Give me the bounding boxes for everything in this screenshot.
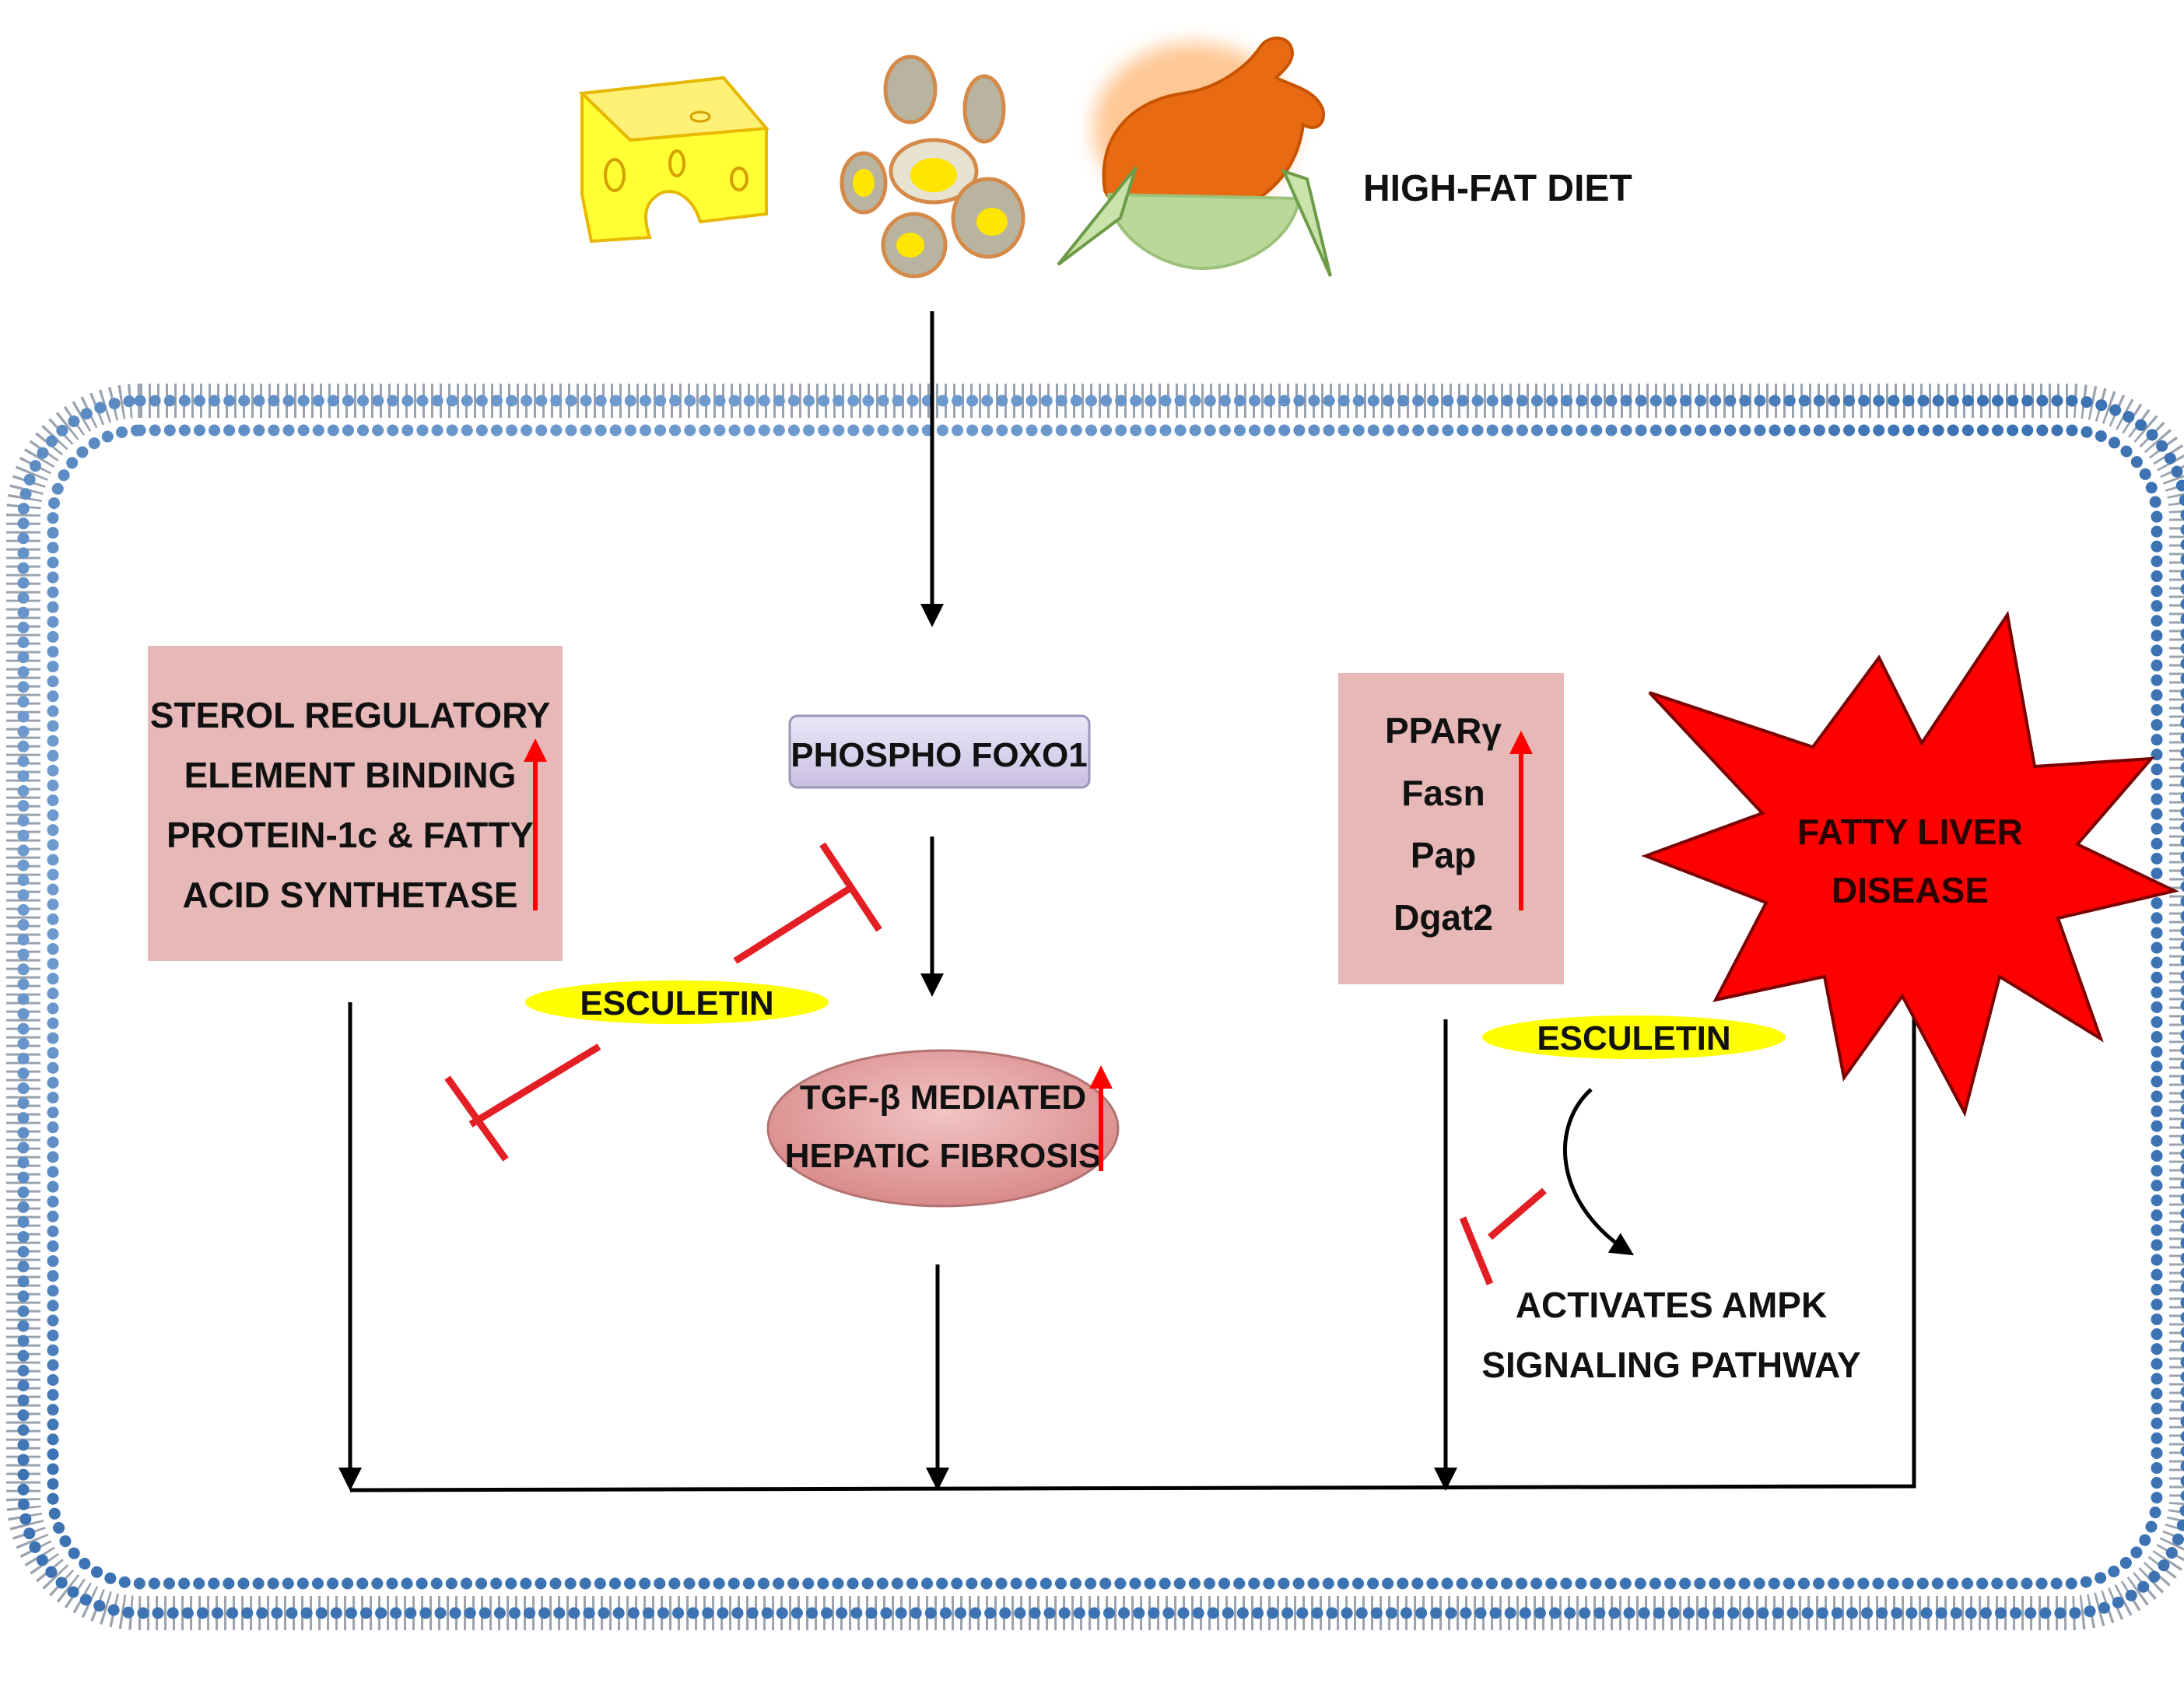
lipogenic-line-1: PPARγ <box>1385 710 1502 751</box>
foxo1-label: PHOSPHO FOXO1 <box>791 736 1087 774</box>
membrane-inner-beads <box>47 424 2163 1590</box>
inhibit-lipogenic-line <box>1488 1187 1547 1240</box>
srebp-line-1: STEROL REGULATORY <box>150 695 551 735</box>
membrane-outer-beads <box>17 395 2184 1619</box>
inhibition-markers-left <box>444 842 882 1162</box>
disease-line-1: FATTY LIVER <box>1797 812 2023 852</box>
srebp-line-2: ELEMENT BINDING <box>184 755 517 795</box>
srebp-line-3: PROTEIN-1c & FATTY <box>167 815 534 855</box>
esculetin-to-ampk-arrow <box>1563 1088 1635 1256</box>
disease-line-2: DISEASE <box>1832 870 1989 910</box>
esculetin-right-label: ESCULETIN <box>1537 1019 1730 1057</box>
lipogenic-line-3: Pap <box>1411 835 1476 875</box>
lipogenic-line-2: Fasn <box>1401 773 1485 813</box>
ampk-line-1: ACTIVATES AMPK <box>1516 1285 1827 1325</box>
tgf-node: TGF-β MEDIATED HEPATIC FIBROSIS <box>766 1049 1120 1208</box>
inhibit-foxo1-line <box>733 884 854 964</box>
cell-membrane <box>5 384 2184 1630</box>
ampk-line-2: SIGNALING PATHWAY <box>1481 1345 1860 1385</box>
inhibit-srebp-bar <box>444 1075 509 1162</box>
esculetin-right: ESCULETIN <box>1482 1015 1786 1059</box>
eggs-icon <box>840 54 1025 279</box>
ampk-label: ACTIVATES AMPK SIGNALING PATHWAY <box>1481 1285 1860 1385</box>
tgf-line-1: TGF-β MEDIATED <box>800 1078 1086 1117</box>
inhibit-lipogenic-bar <box>1459 1216 1494 1285</box>
inhibit-foxo1-bar <box>819 842 882 932</box>
cheese-icon <box>578 75 770 244</box>
esculetin-left: ESCULETIN <box>525 980 829 1024</box>
esculetin-left-label: ESCULETIN <box>580 984 773 1022</box>
convergence-line <box>349 973 1916 1492</box>
lipogenic-line-4: Dgat2 <box>1393 897 1493 938</box>
inhibit-srebp-line <box>468 1043 601 1128</box>
srebp-box: STEROL REGULATORY ELEMENT BINDING PROTEI… <box>148 646 563 961</box>
fatty-liver-starburst: FATTY LIVER DISEASE <box>1641 610 2179 1117</box>
lipogenic-box: PPARγ Fasn Pap Dgat2 <box>1338 673 1564 984</box>
diet-label: HIGH-FAT DIET <box>1363 168 1632 209</box>
flow-arrows <box>338 311 1916 1492</box>
roast-chicken-icon <box>1057 37 1332 277</box>
inhibition-markers-right <box>1459 1187 1547 1285</box>
tgf-line-2: HEPATIC FIBROSIS <box>785 1137 1102 1175</box>
foxo1-box: PHOSPHO FOXO1 <box>788 714 1091 789</box>
srebp-line-4: ACID SYNTHETASE <box>182 875 517 915</box>
